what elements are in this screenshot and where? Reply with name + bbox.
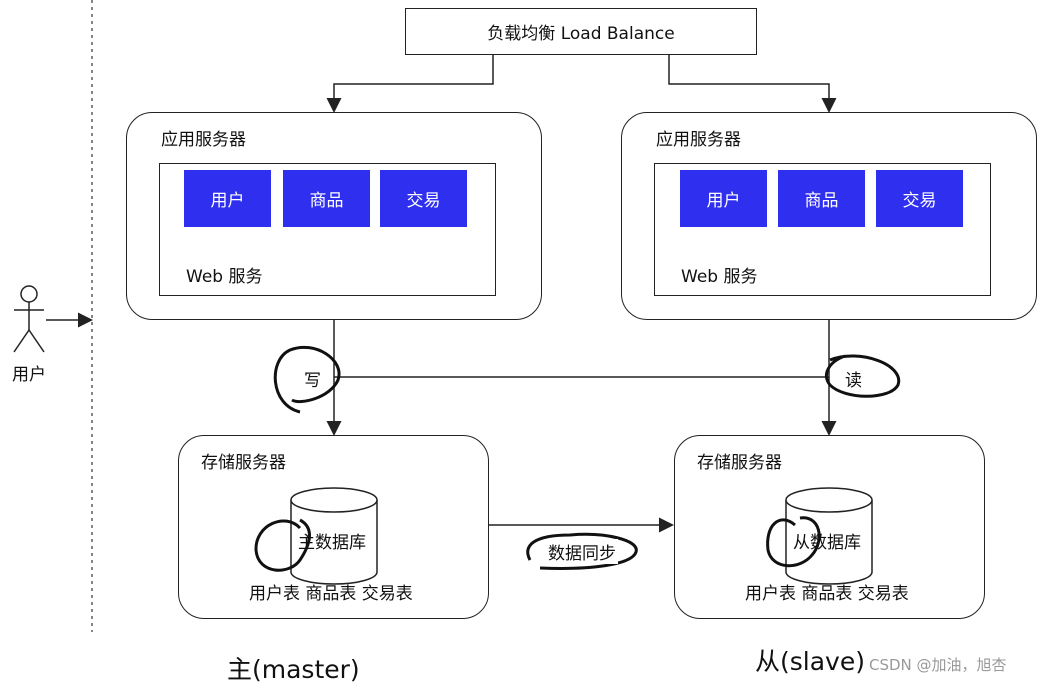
storage-server-title: 存储服务器 <box>697 453 782 473</box>
app-server-title: 应用服务器 <box>656 130 741 150</box>
user-stick-figure <box>13 285 45 353</box>
write-label: 写 <box>302 366 323 391</box>
module-trade: 交易 <box>380 170 467 227</box>
load-balancer-label: 负载均衡 Load Balance <box>487 24 675 44</box>
data-sync-label: 数据同步 <box>546 539 618 564</box>
storage-server-slave: 存储服务器 用户表 商品表 交易表 <box>674 435 985 619</box>
write-scribble <box>273 345 341 414</box>
read-scribble <box>825 354 901 398</box>
lb-to-app-left-arrow <box>326 55 494 113</box>
master-caption: 主(master) <box>227 655 360 684</box>
user-label: 用户 <box>12 365 46 385</box>
master-db-scribble <box>254 518 311 572</box>
module-product: 商品 <box>283 170 370 227</box>
master-db-cylinder <box>290 487 378 585</box>
lb-to-app-right-arrow <box>668 55 837 113</box>
module-trade: 交易 <box>876 170 963 227</box>
table-list: 用户表 商品表 交易表 <box>745 584 909 604</box>
web-service-label: Web 服务 <box>681 267 758 287</box>
slave-db-cylinder <box>785 487 873 585</box>
module-user: 用户 <box>184 170 271 227</box>
storage-server-master: 存储服务器 用户表 商品表 交易表 <box>178 435 489 619</box>
slave-db-label: 从数据库 <box>793 533 861 553</box>
module-user: 用户 <box>680 170 767 227</box>
slave-db-scribble <box>766 516 821 568</box>
read-label: 读 <box>843 366 864 391</box>
storage-server-title: 存储服务器 <box>201 453 286 473</box>
sync-scribble <box>526 532 638 570</box>
table-list: 用户表 商品表 交易表 <box>249 584 413 604</box>
load-balancer-box: 负载均衡 Load Balance <box>405 8 757 55</box>
master-db-label: 主数据库 <box>298 533 366 553</box>
app-server-title: 应用服务器 <box>161 130 246 150</box>
module-product: 商品 <box>778 170 865 227</box>
web-service-label: Web 服务 <box>186 267 263 287</box>
watermark: CSDN @加油，旭杏 <box>869 656 1007 674</box>
slave-caption: 从(slave) <box>755 647 865 676</box>
